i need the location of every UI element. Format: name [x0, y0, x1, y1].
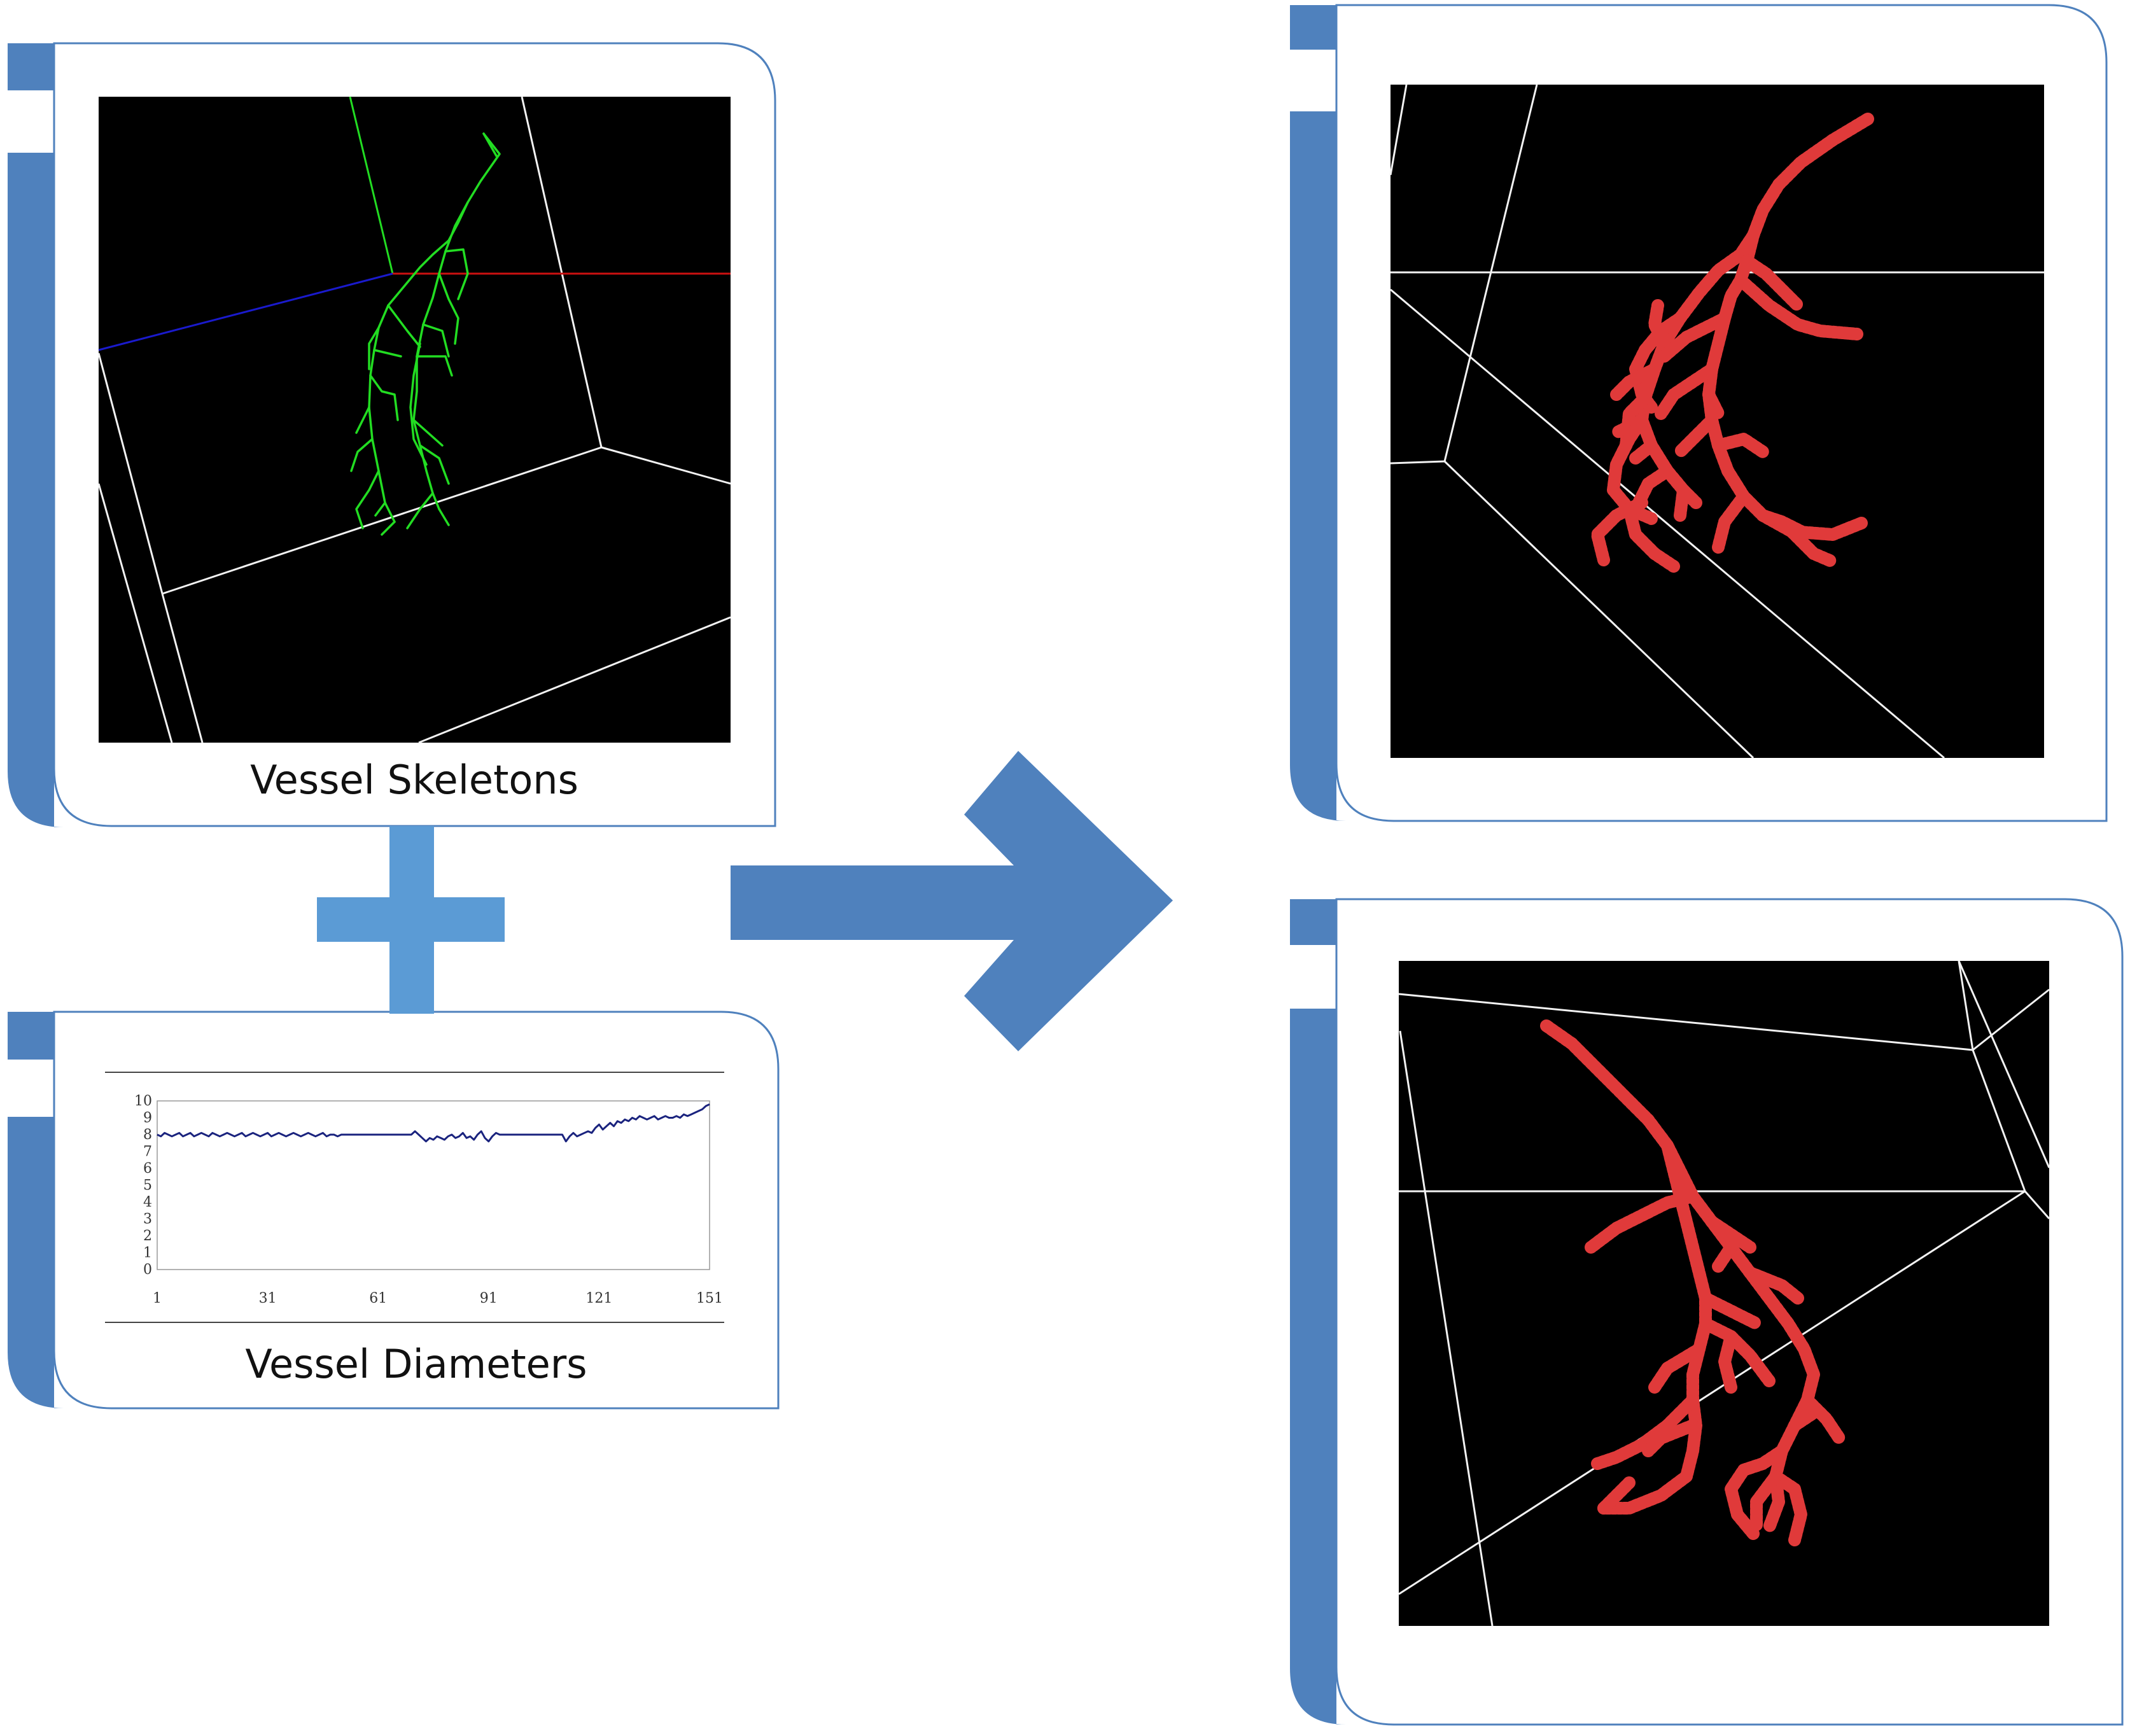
y-axis-line [349, 96, 394, 274]
y-tick-label: 10 [134, 1093, 152, 1109]
result-top-viewport [1389, 84, 2044, 759]
result-top-panel-tab [1290, 5, 1346, 821]
vessel-3d-top [1591, 113, 1874, 573]
z-axis-line [98, 272, 393, 351]
y-tick-label: 0 [143, 1262, 152, 1278]
right-arrow-icon [731, 751, 1173, 1051]
diameters-panel-tab [8, 1012, 64, 1408]
x-tick-label: 61 [369, 1291, 387, 1306]
y-tick-label: 9 [143, 1110, 152, 1126]
result-top-panel [1290, 4, 2108, 822]
result-bottom-panel-tab [1290, 899, 1346, 1725]
skeletons-panel-tab [8, 43, 64, 827]
skeletons-panel: Vessel Skeletons [8, 42, 776, 827]
y-tick-label: 4 [143, 1194, 152, 1210]
y-tick-label: 5 [143, 1178, 152, 1194]
x-tick-label: 121 [585, 1291, 612, 1306]
y-tick-label: 2 [143, 1228, 152, 1244]
diameter-series-line [157, 1103, 710, 1143]
y-tick-label: 1 [143, 1245, 152, 1261]
y-tick-label: 7 [143, 1144, 152, 1160]
x-tick-label: 151 [696, 1291, 723, 1306]
diameters-caption: Vessel Diameters [245, 1341, 587, 1387]
x-tick-label: 31 [259, 1291, 277, 1306]
y-tick-label: 6 [143, 1161, 152, 1177]
vessel-3d-bottom [1540, 1019, 1846, 1546]
result-bottom-panel [1290, 898, 2124, 1726]
x-axis-ticks: 1 31 61 91 121 151 [153, 1291, 723, 1306]
plus-icon [317, 826, 505, 1014]
x-tick-label: 91 [480, 1291, 498, 1306]
skeletons-viewport [97, 96, 731, 744]
plot-area [157, 1100, 710, 1270]
result-bottom-viewport [1398, 960, 2050, 1627]
y-tick-label: 3 [143, 1212, 152, 1228]
skeletons-caption: Vessel Skeletons [250, 757, 578, 803]
x-tick-label: 1 [153, 1291, 162, 1306]
vessel-skeleton [350, 132, 501, 536]
y-tick-label: 8 [143, 1127, 152, 1143]
